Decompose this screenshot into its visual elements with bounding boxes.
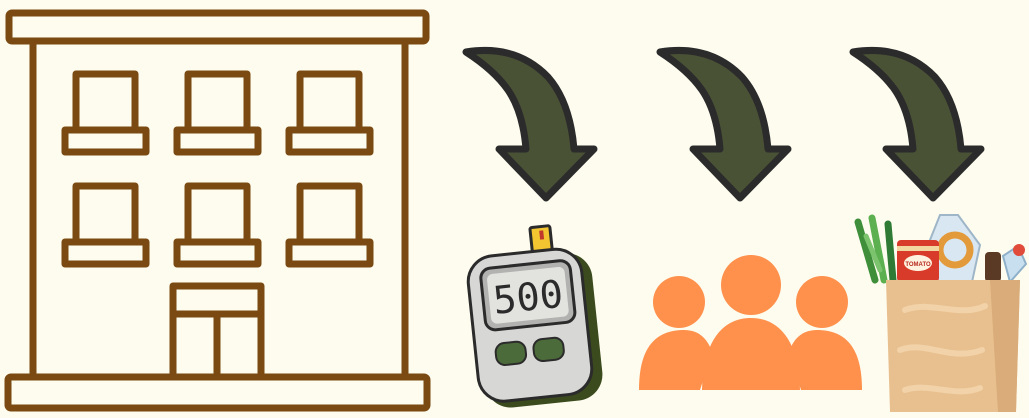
can-label: TOMATO xyxy=(905,262,931,268)
glucose-reading: 500 xyxy=(491,272,565,323)
